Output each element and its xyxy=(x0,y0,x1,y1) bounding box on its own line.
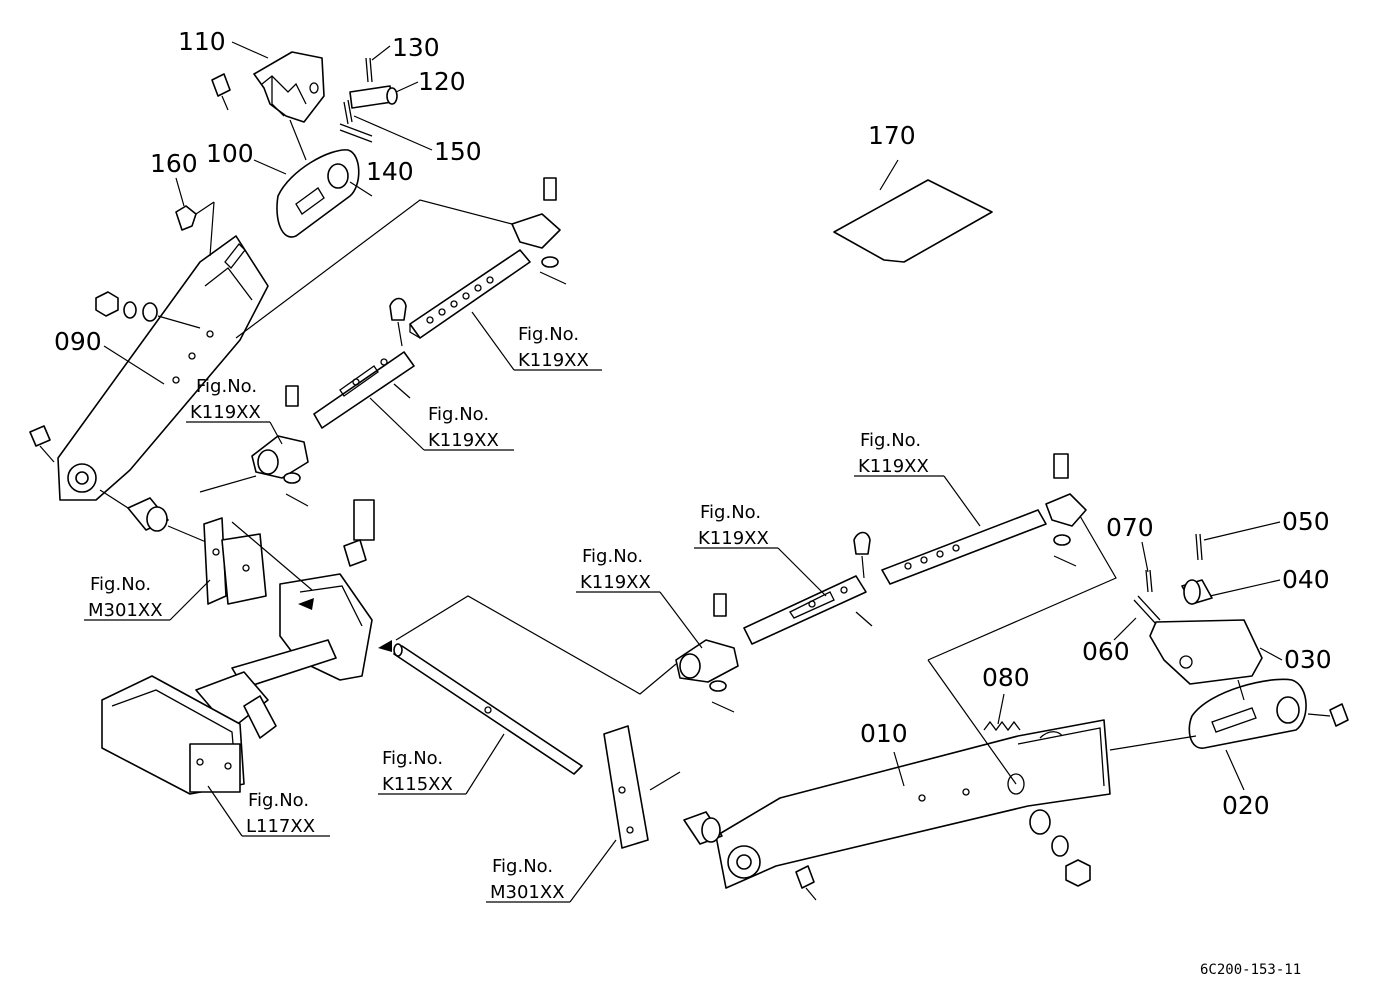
label-040: 040 xyxy=(1282,565,1330,594)
bushing-left xyxy=(99,489,207,543)
label-090: 090 xyxy=(54,327,102,356)
mounting-plate-right[interactable] xyxy=(603,725,681,849)
svg-text:Fig.No.: Fig.No. xyxy=(428,404,489,425)
label-060: 060 xyxy=(1082,637,1130,666)
svg-text:K119XX: K119XX xyxy=(428,430,499,451)
label-010: 010 xyxy=(860,719,908,748)
fig-ref-k119-right-top: Fig.No. K119XX xyxy=(854,430,981,527)
lower-link-right[interactable] xyxy=(715,719,1111,889)
label-050: 050 xyxy=(1282,507,1330,536)
svg-text:K119XX: K119XX xyxy=(580,572,651,593)
leveling-plate-020[interactable] xyxy=(1188,678,1331,749)
svg-text:M301XX: M301XX xyxy=(490,882,565,903)
label-110: 110 xyxy=(178,27,226,56)
fig-ref-k119-right-mid: Fig.No. K119XX xyxy=(694,502,827,597)
lift-rod-right-lower[interactable] xyxy=(743,531,873,645)
svg-text:M301XX: M301XX xyxy=(88,600,163,621)
turnbuckle-fork-left[interactable] xyxy=(251,385,309,507)
label-120: 120 xyxy=(418,67,466,96)
lift-rod-upper[interactable] xyxy=(409,177,567,339)
drawing-code: 6C200-153-11 xyxy=(1200,962,1301,978)
lift-rod-right-upper[interactable] xyxy=(881,453,1087,585)
svg-text:Fig.No.: Fig.No. xyxy=(248,790,309,811)
label-160: 160 xyxy=(150,149,198,178)
label-080: 080 xyxy=(982,663,1030,692)
hitch-bracket-lower[interactable] xyxy=(101,675,245,795)
fig-ref-k115: Fig.No. K115XX xyxy=(378,733,505,795)
fig-ref-k119-mid: Fig.No. K119XX xyxy=(369,397,514,451)
label-070: 070 xyxy=(1106,513,1154,542)
svg-text:Fig.No.: Fig.No. xyxy=(700,502,761,523)
fig-ref-k119-left: Fig.No. K119XX xyxy=(186,376,283,445)
label-030: 030 xyxy=(1284,645,1332,674)
pin-060 xyxy=(1133,595,1161,625)
connection-lines xyxy=(199,199,1197,785)
svg-text:K119XX: K119XX xyxy=(858,456,929,477)
pin-150 xyxy=(343,99,353,125)
label-170: 170 xyxy=(868,121,916,150)
cross-shaft[interactable] xyxy=(393,643,583,775)
svg-text:L117XX: L117XX xyxy=(246,816,315,837)
svg-text:K115XX: K115XX xyxy=(382,774,453,795)
figure-references: Fig.No. K119XX Fig.No. K119XX Fig.No. K1… xyxy=(84,311,981,903)
wing-nut-160 xyxy=(175,201,215,257)
label-140: 140 xyxy=(366,157,414,186)
pin-120[interactable] xyxy=(349,85,398,109)
frame-center[interactable] xyxy=(195,499,375,739)
svg-text:K119XX: K119XX xyxy=(518,350,589,371)
mounting-plate-left[interactable] xyxy=(203,517,267,605)
svg-text:Fig.No.: Fig.No. xyxy=(518,324,579,345)
label-150: 150 xyxy=(434,137,482,166)
bushing-right xyxy=(683,811,723,845)
fig-ref-l117: Fig.No. L117XX xyxy=(207,785,330,837)
lower-link-left[interactable] xyxy=(57,235,269,501)
lynch-pin-top xyxy=(211,73,231,111)
part-number-labels: 110 130 120 150 140 160 100 170 090 070 … xyxy=(54,27,1332,820)
pin-040[interactable] xyxy=(1181,579,1213,605)
svg-text:K119XX: K119XX xyxy=(190,402,261,423)
clip-050 xyxy=(1195,533,1203,561)
spring-080 xyxy=(983,720,1063,739)
fig-ref-m301-left: Fig.No. M301XX xyxy=(84,574,211,621)
fig-ref-m301-right: Fig.No. M301XX xyxy=(486,839,617,903)
svg-text:Fig.No.: Fig.No. xyxy=(382,748,443,769)
lynch-pin-bottom xyxy=(795,865,817,901)
bracket-110[interactable] xyxy=(253,51,325,161)
fig-ref-k119-top: Fig.No. K119XX xyxy=(471,311,602,371)
svg-text:Fig.No.: Fig.No. xyxy=(492,856,553,877)
label-020: 020 xyxy=(1222,791,1270,820)
decal-sheet-170 xyxy=(833,159,993,263)
nut-washer-set-left xyxy=(95,291,201,329)
svg-text:Fig.No.: Fig.No. xyxy=(90,574,151,595)
label-100: 100 xyxy=(206,139,254,168)
fig-ref-k119-right-low: Fig.No. K119XX xyxy=(576,546,703,649)
svg-text:Fig.No.: Fig.No. xyxy=(582,546,643,567)
svg-text:Fig.No.: Fig.No. xyxy=(196,376,257,397)
assembly-arrows xyxy=(298,598,392,652)
nut-washer-set-right xyxy=(1029,809,1091,887)
label-130: 130 xyxy=(392,33,440,62)
svg-text:K119XX: K119XX xyxy=(698,528,769,549)
lynch-pin-left xyxy=(29,425,55,463)
leveling-plate-100[interactable] xyxy=(276,149,373,238)
clip-130 xyxy=(365,57,373,83)
rod-holes-upper xyxy=(426,276,494,324)
lift-rod-middle[interactable] xyxy=(313,297,415,429)
pin-140 xyxy=(339,123,373,143)
clip-070 xyxy=(1145,569,1153,593)
turnbuckle-fork-right[interactable] xyxy=(675,593,739,713)
bracket-030[interactable] xyxy=(1149,619,1263,701)
lynch-pin-right xyxy=(1329,703,1349,727)
svg-text:Fig.No.: Fig.No. xyxy=(860,430,921,451)
